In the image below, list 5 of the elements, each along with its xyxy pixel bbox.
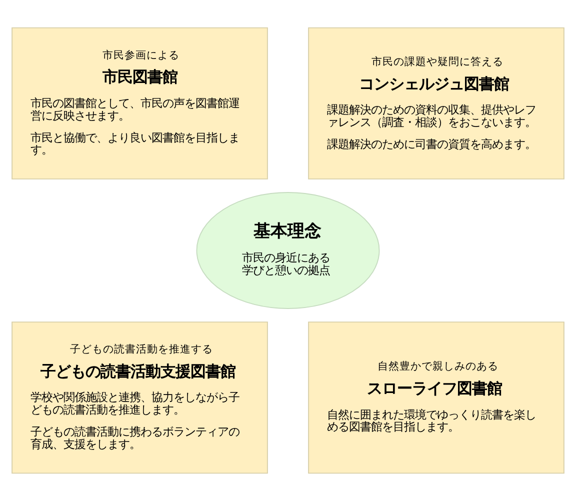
node-ellipse: 基本理念 市民の身近にある学びと憩いの拠点 [196, 192, 380, 308]
node-box: 市民の課題や疑問に答える コンシェルジュ図書館 課題解決のための資料の収集、提供やレファレンス（調査・相談）をおこないます。 課題解決のために司書の資質を高めます。 [308, 26, 564, 179]
node-box: 自然豊かで親しみのある スローライフ図書館 自然に囲まれた環境でゆっくり読書を楽しめる図書館を目指します。 [308, 321, 564, 474]
node-box: 市民参画による 市民図書館 市民の図書館として、市民の声を図書館運営に反映させます。 市民と協働で、より良い図書館を目指します。 [12, 26, 268, 179]
node-box: 子どもの読書活動を推進する 子どもの読書活動支援図書館 学校や関係施設と連携、協力をしながら子どもの読書活動を推進します。 子どもの読書活動に携わるボランティアの育成、支援をします。 [12, 321, 268, 474]
